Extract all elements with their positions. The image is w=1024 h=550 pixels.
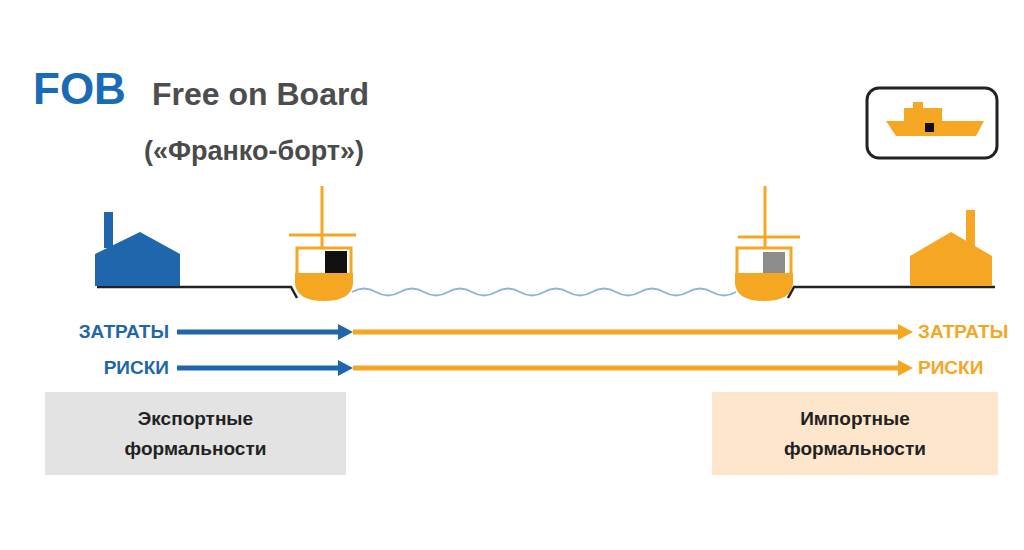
- factory-chimney: [104, 212, 113, 248]
- sea-waves: [352, 289, 736, 296]
- arrow-head: [898, 324, 913, 340]
- icon-ship-hull: [886, 121, 984, 136]
- import-formalities-box: Импортные формальности: [712, 392, 998, 475]
- ground-line: [788, 287, 995, 298]
- box-text: Импортные формальности: [755, 404, 955, 464]
- icon-ship-cabin: [904, 108, 942, 122]
- ground-line: [97, 287, 297, 298]
- ship-mast: [321, 186, 324, 248]
- risk-label: РИСКИ: [104, 356, 169, 380]
- ship-hull: [735, 273, 793, 301]
- buyer-cost-arrow: [353, 330, 900, 335]
- arrow-head: [338, 360, 353, 376]
- title-full-name: Free on Board: [152, 74, 369, 114]
- buyer-house: [910, 232, 992, 286]
- icon-frame: [867, 88, 997, 158]
- box-text: Экспортные формальности: [96, 404, 296, 464]
- seller-cost-arrow: [177, 330, 340, 335]
- ship-deck: [297, 248, 351, 275]
- ship-crane: [738, 236, 800, 239]
- arrow-head: [338, 324, 353, 340]
- cost-label: ЗАТРАТЫ: [918, 320, 1008, 344]
- ship-cargo: [325, 251, 347, 273]
- seller-factory: [95, 232, 180, 286]
- subtitle-translation: («Франко-борт»): [144, 134, 364, 168]
- arrow-head: [898, 360, 913, 376]
- icon-ship-cargo: [925, 123, 934, 132]
- cost-label: ЗАТРАТЫ: [79, 320, 169, 344]
- ship-cargo: [763, 252, 785, 273]
- seller-risk-arrow: [177, 366, 340, 371]
- export-formalities-box: Экспортные формальности: [45, 392, 346, 475]
- risk-label: РИСКИ: [918, 356, 983, 380]
- title-abbreviation: FOB: [33, 64, 126, 114]
- icon-ship-bridge: [913, 102, 923, 110]
- ship-deck: [737, 248, 791, 275]
- buyer-risk-arrow: [353, 366, 900, 371]
- ship-crane: [289, 234, 356, 237]
- ship-mast: [764, 186, 767, 248]
- ship-hull: [295, 273, 353, 301]
